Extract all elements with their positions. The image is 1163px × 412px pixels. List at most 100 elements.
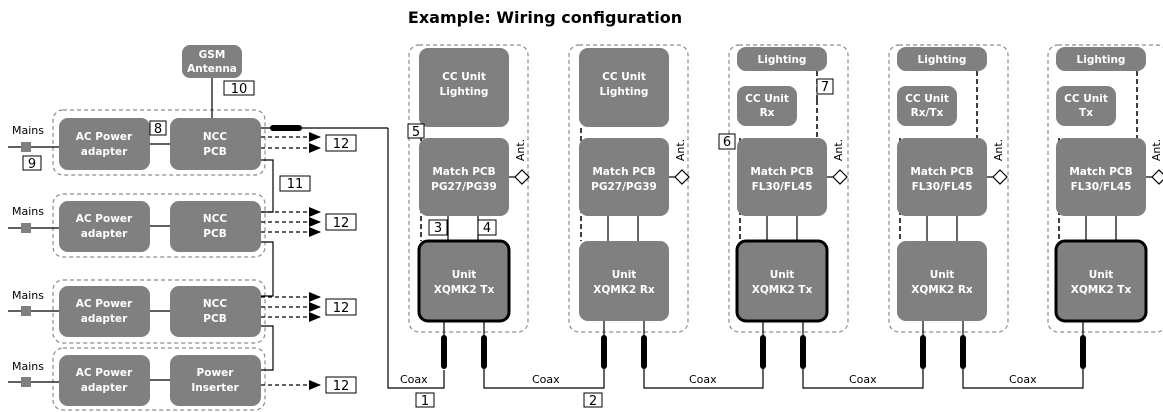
- unit-column-4: Lighting CC Unit Rx/Tx Match PCB FL30/FL…: [888, 44, 1009, 369]
- power-inserter-block: [170, 355, 261, 406]
- mains-label-1: Mains: [12, 124, 44, 137]
- unit-label-1a: Unit: [452, 269, 477, 281]
- lighting-label-5: Lighting: [1077, 54, 1126, 66]
- callout-12-c: 12: [333, 301, 350, 316]
- unit-label-1b: XQMK2 Tx: [434, 284, 495, 296]
- mains-label-3: Mains: [12, 289, 44, 302]
- unit-column-2: CC Unit Lighting Match PCB PG27/PG39 Ant…: [568, 44, 690, 369]
- unit-label-5b: XQMK2 Tx: [1071, 284, 1132, 296]
- match-pcb-label-4b: FL30/FL45: [912, 181, 973, 193]
- match-pcb-block-1: [419, 138, 509, 216]
- unit-label-4a: Unit: [930, 269, 955, 281]
- ant-label-1: Ant.: [514, 139, 527, 161]
- unit-label-2b: XQMK2 Rx: [593, 284, 655, 296]
- cc-unit-label-4b: Rx/Tx: [911, 107, 944, 119]
- cc-unit-label-5a: CC Unit: [1064, 93, 1108, 105]
- power-group-frame-1: [52, 109, 266, 176]
- ncc-pcb-block-3: [170, 286, 261, 337]
- ac-adapter-block-3: [59, 286, 150, 337]
- match-pcb-label-3a: Match PCB: [750, 166, 813, 178]
- ncc-pcb-label-2b: PCB: [203, 228, 226, 240]
- unit-block-3: [735, 239, 829, 323]
- antenna-icon-5: [1151, 169, 1163, 185]
- coax-connector-1a: [441, 335, 447, 369]
- coax-connector-2a: [601, 335, 607, 369]
- antenna-icon-4: [992, 169, 1008, 185]
- callout-12-d: 12: [333, 379, 350, 394]
- antenna-icon-3: [832, 169, 848, 185]
- cc-unit-block-1: [419, 48, 509, 127]
- match-pcb-label-3b: FL30/FL45: [752, 181, 813, 193]
- coax-connector-3a: [760, 335, 766, 369]
- ncc-pcb-label-3b: PCB: [203, 313, 226, 325]
- coax-connector-4a: [920, 335, 926, 369]
- cc-unit-block-5: [1056, 86, 1116, 126]
- callout-10: 10: [231, 82, 248, 97]
- match-pcb-block-3: [737, 138, 827, 216]
- unit-columns: CC Unit Lighting 5 Match PCB PG27/PG39 A…: [407, 44, 1163, 369]
- ant-label-3: Ant.: [832, 139, 845, 161]
- power-inserter-label-1: Power: [197, 367, 235, 379]
- mains-label-4: Mains: [12, 360, 44, 373]
- coax-label-2: Coax: [532, 373, 560, 386]
- unit-block-4: [897, 241, 987, 321]
- coax-label-1: Coax: [400, 373, 428, 386]
- unit-label-2a: Unit: [612, 269, 637, 281]
- coax-connector-1b: [481, 335, 487, 369]
- gsm-antenna-block: [182, 45, 242, 78]
- callout-9: 9: [28, 157, 36, 172]
- callout-2: 2: [589, 394, 597, 409]
- match-pcb-label-2b: PG27/PG39: [591, 181, 657, 193]
- ac-adapter-label-1a: AC Power: [76, 131, 133, 143]
- diagram-title: Example: Wiring configuration: [408, 8, 682, 27]
- mains-plug-2: [21, 223, 31, 233]
- cc-unit-label-3b: Rx: [760, 107, 775, 119]
- unit-label-3b: XQMK2 Tx: [752, 284, 813, 296]
- match-pcb-label-2a: Match PCB: [592, 166, 655, 178]
- cc-unit-label-2a: CC Unit: [602, 71, 646, 83]
- ac-adapter-label-1b: adapter: [81, 146, 128, 158]
- ac-adapter-block-1: [59, 118, 150, 170]
- unit-label-5a: Unit: [1089, 269, 1114, 281]
- coax-connector-4b: [960, 335, 966, 369]
- ac-adapter-label-4b: adapter: [81, 382, 128, 394]
- callout-1: 1: [421, 394, 429, 409]
- power-section: GSM Antenna 10 Mains 9 AC Power adapter …: [8, 45, 388, 411]
- unit-column-5: Lighting CC Unit Tx Match PCB FL30/FL45 …: [1047, 44, 1163, 369]
- ncc-pcb-label-2a: NCC: [203, 213, 227, 225]
- unit-block-1: [417, 239, 511, 323]
- coax-connector-5a: [1080, 335, 1086, 369]
- cc-unit-label-5b: Tx: [1079, 107, 1093, 119]
- callout-7: 7: [821, 80, 829, 95]
- coax-label-3: Coax: [689, 373, 717, 386]
- mains-plug-1: [21, 142, 31, 152]
- match-pcb-block-2: [579, 138, 669, 216]
- unit-label-4b: XQMK2 Rx: [911, 284, 973, 296]
- ncc-pcb-block-1: [170, 118, 261, 170]
- gsm-antenna-label-1: GSM: [199, 49, 226, 61]
- match-pcb-block-5: [1056, 138, 1146, 216]
- callout-3: 3: [434, 221, 442, 236]
- ncc-pcb-block-2: [170, 201, 261, 252]
- ac-adapter-label-4a: AC Power: [76, 367, 133, 379]
- ac-adapter-block-2: [59, 201, 150, 252]
- unit-column-3: Lighting 7 CC Unit Rx 6 Match PCB FL30/F…: [718, 44, 849, 369]
- match-pcb-label-1b: PG27/PG39: [431, 181, 497, 193]
- cc-unit-label-1a: CC Unit: [442, 71, 486, 83]
- ant-label-4: Ant.: [992, 139, 1005, 161]
- cc-unit-label-1b: Lighting: [440, 86, 489, 98]
- callout-12-b: 12: [333, 216, 350, 231]
- antenna-icon-2: [674, 169, 690, 185]
- lighting-label-4: Lighting: [918, 54, 967, 66]
- callout-4: 4: [483, 221, 491, 236]
- match-pcb-label-1a: Match PCB: [432, 166, 495, 178]
- unit-block-5: [1054, 239, 1148, 323]
- ac-adapter-label-2a: AC Power: [76, 213, 133, 225]
- antenna-icon-1: [514, 169, 530, 185]
- power-group-frame-4: [52, 347, 266, 411]
- ncc-pcb-label-1b: PCB: [203, 146, 226, 158]
- gsm-antenna-label-2: Antenna: [187, 63, 237, 75]
- match-pcb-label-5a: Match PCB: [1069, 166, 1132, 178]
- callout-12-a: 12: [333, 137, 350, 152]
